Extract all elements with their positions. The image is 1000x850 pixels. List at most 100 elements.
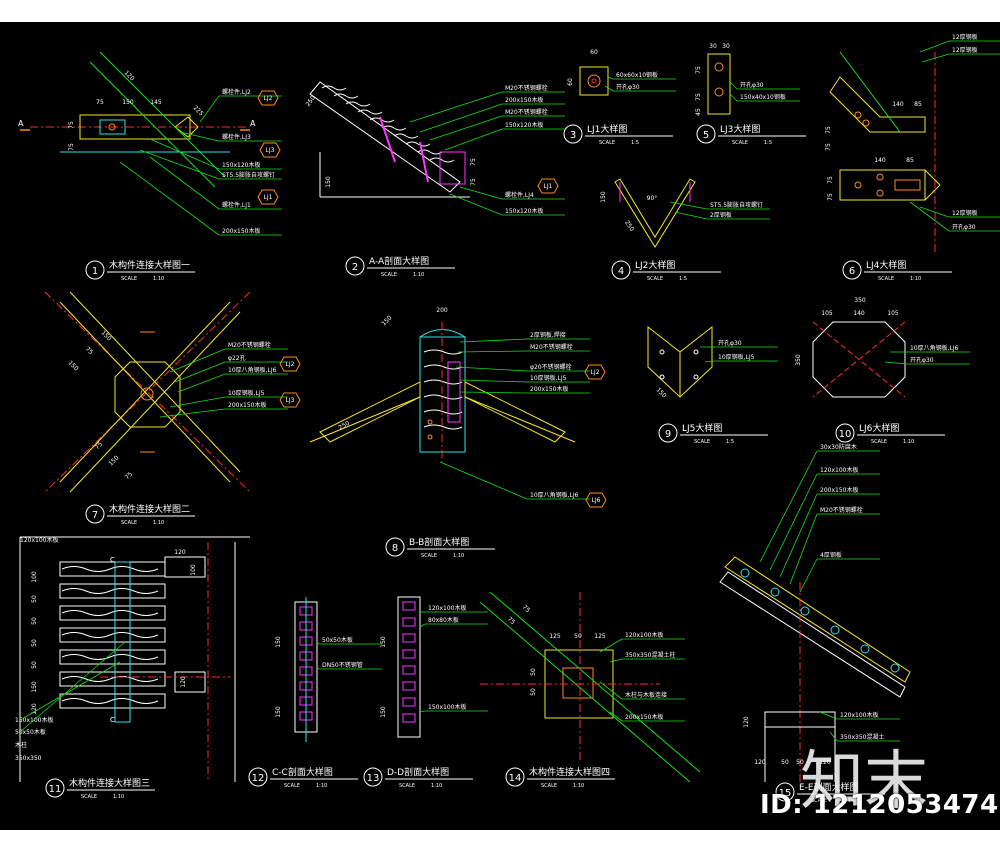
callout-text: 螺栓件,LJ2 xyxy=(222,88,251,96)
dim: 75 xyxy=(470,178,477,186)
wood-grain xyxy=(61,698,159,704)
leader-line xyxy=(316,666,320,670)
beam-diag xyxy=(489,591,701,773)
hole xyxy=(659,374,665,380)
panel-number: 2 xyxy=(352,262,358,273)
diagonal-plate xyxy=(174,116,199,138)
scale-label: SCALE xyxy=(871,439,887,445)
panel-title: 木构件连接大样图三 xyxy=(69,777,150,789)
leader-line xyxy=(459,186,503,200)
leader-line xyxy=(729,93,738,102)
wood-grain xyxy=(321,85,347,91)
panel-title: E-E剖面大样图 xyxy=(799,781,859,793)
wood-grain xyxy=(61,654,159,660)
bolt-hole xyxy=(714,87,724,97)
leader-line xyxy=(919,40,950,53)
callout-text: 2厚钢板,焊接 xyxy=(530,331,566,339)
leader-line xyxy=(169,396,226,408)
callout-text: 200x150木板 xyxy=(228,401,266,409)
panel-number: 6 xyxy=(849,266,855,277)
scale-label: SCALE xyxy=(381,272,397,278)
scale-label: SCALE xyxy=(81,794,97,800)
bolt-rod xyxy=(419,141,429,183)
dim: 75 xyxy=(695,93,702,101)
dim: 75 xyxy=(96,99,104,106)
wood-grain xyxy=(423,379,463,385)
dim: 200 xyxy=(436,307,448,314)
scale-label: SCALE xyxy=(647,276,663,282)
callout-text: 10厚钢板,LJ5 xyxy=(228,389,265,397)
section-d xyxy=(397,596,421,738)
leader-line xyxy=(459,379,528,383)
leader-line xyxy=(444,128,503,151)
plate-tip xyxy=(924,169,941,201)
leader-line xyxy=(459,338,528,343)
panel-title: D-D剖面大样图 xyxy=(387,766,449,778)
leader-line xyxy=(607,76,614,80)
dim: 50 xyxy=(574,633,582,640)
beam-edge xyxy=(59,301,231,483)
callout-text: 350x350混凝土柱 xyxy=(625,651,675,659)
panel-number: 10 xyxy=(839,429,852,440)
callout-text: 80x80木板 xyxy=(428,616,459,624)
octagon-plate xyxy=(114,361,181,428)
dim: 120 xyxy=(31,703,38,715)
scale-value: 1:5 xyxy=(764,140,772,146)
panel-title: 木构件连接大样图二 xyxy=(109,503,190,515)
callout-text: DN50不锈钢管 xyxy=(322,661,363,669)
leader-line xyxy=(919,206,950,218)
dim: 75 xyxy=(84,346,94,356)
callout-text: M20不锈钢螺栓 xyxy=(505,84,548,92)
scale-label: SCALE xyxy=(599,140,615,146)
dim: 150 xyxy=(100,329,113,342)
reference-tag-text: LJ3 xyxy=(266,147,275,154)
callout-text: 10厚八角钢板,LJ6 xyxy=(228,366,277,374)
reference-tag xyxy=(257,90,279,106)
callout-text: ST5.5膨胀自攻螺钉 xyxy=(222,171,275,179)
dim: 75 xyxy=(825,126,832,134)
steel-bracket xyxy=(439,151,466,185)
diagonal-beam xyxy=(89,61,216,188)
dim: 140 xyxy=(874,157,886,164)
dim: 85 xyxy=(914,101,922,108)
reference-tag xyxy=(537,178,559,194)
callout-text: 30x30防腐木 xyxy=(820,443,857,451)
panel-number: 15 xyxy=(779,788,792,799)
wood-grain xyxy=(423,409,463,415)
panel-number: 9 xyxy=(665,429,671,440)
steel-plate-lj1 xyxy=(579,66,609,96)
callout-text: ST5.5膨胀自攻螺钉 xyxy=(710,201,763,209)
panel-title: 木构件连接大样图四 xyxy=(529,766,610,778)
bolt xyxy=(427,419,433,425)
rafter-edge xyxy=(464,396,576,443)
scale-label: SCALE xyxy=(878,276,894,282)
reference-tag-text: LJ1 xyxy=(544,183,553,190)
plate-plan xyxy=(839,169,926,201)
leader-line xyxy=(669,201,708,210)
rafter-edge xyxy=(309,396,421,443)
dim: 150 xyxy=(380,636,387,648)
wood-grain xyxy=(61,566,159,572)
scale-value: 1:10 xyxy=(153,520,164,526)
callout-text: 10厚八角钢板,LJ6 xyxy=(530,491,579,499)
scale-value: 1:5 xyxy=(726,439,734,445)
callout-text: 200x150木板 xyxy=(820,486,858,494)
dim: 75 xyxy=(827,193,834,201)
leader-line xyxy=(759,450,818,563)
callout-text: 50x50木板 xyxy=(15,728,46,736)
leader-line xyxy=(457,350,528,353)
dim: 120 xyxy=(174,549,186,556)
dim: 120 xyxy=(123,69,136,82)
panel-number: 12 xyxy=(252,773,265,784)
callout-text: 开孔φ30 xyxy=(616,83,640,91)
purlin xyxy=(890,663,900,673)
dim: 75 xyxy=(506,616,516,626)
dim: 75 xyxy=(68,121,75,129)
leader-line xyxy=(599,638,623,653)
leader-line xyxy=(316,641,320,645)
image-id-label: ID: 1212053474 xyxy=(760,790,999,820)
callout-text: M20不锈钢螺栓 xyxy=(505,108,548,116)
callout-text: φ20不锈钢螺栓 xyxy=(530,363,572,371)
wood-grain xyxy=(405,141,431,147)
